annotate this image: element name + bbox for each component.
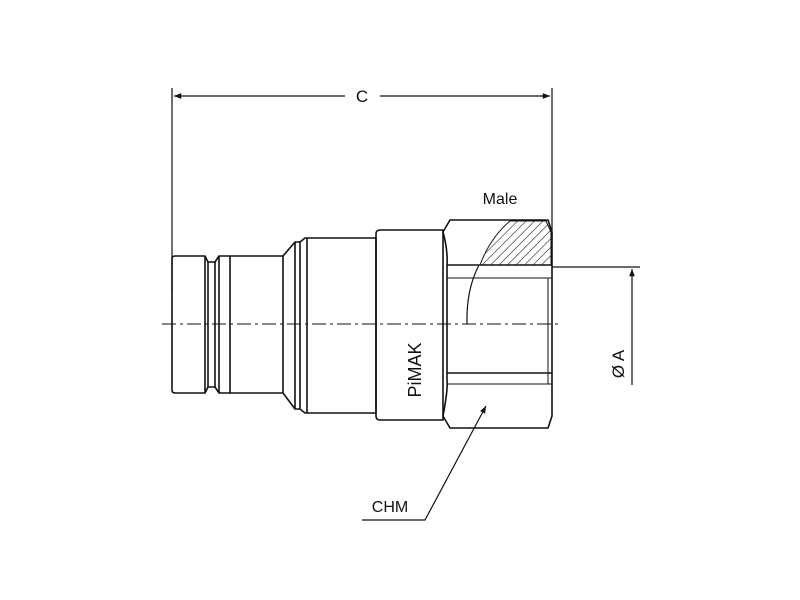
plug-body	[230, 237, 377, 414]
sleeve	[375, 229, 444, 421]
brand-label: PiMAK	[405, 342, 425, 397]
thread-hatch	[479, 220, 552, 266]
male-label: Male	[483, 191, 518, 208]
dimension-c-label: C	[356, 87, 368, 106]
diameter-a-label: Ø A	[609, 349, 628, 378]
chm-label: CHM	[372, 499, 408, 516]
dimension-diameter-a	[552, 266, 640, 385]
chm-leader	[362, 405, 487, 521]
plug-nose	[171, 255, 231, 394]
hex-nut	[442, 219, 553, 429]
